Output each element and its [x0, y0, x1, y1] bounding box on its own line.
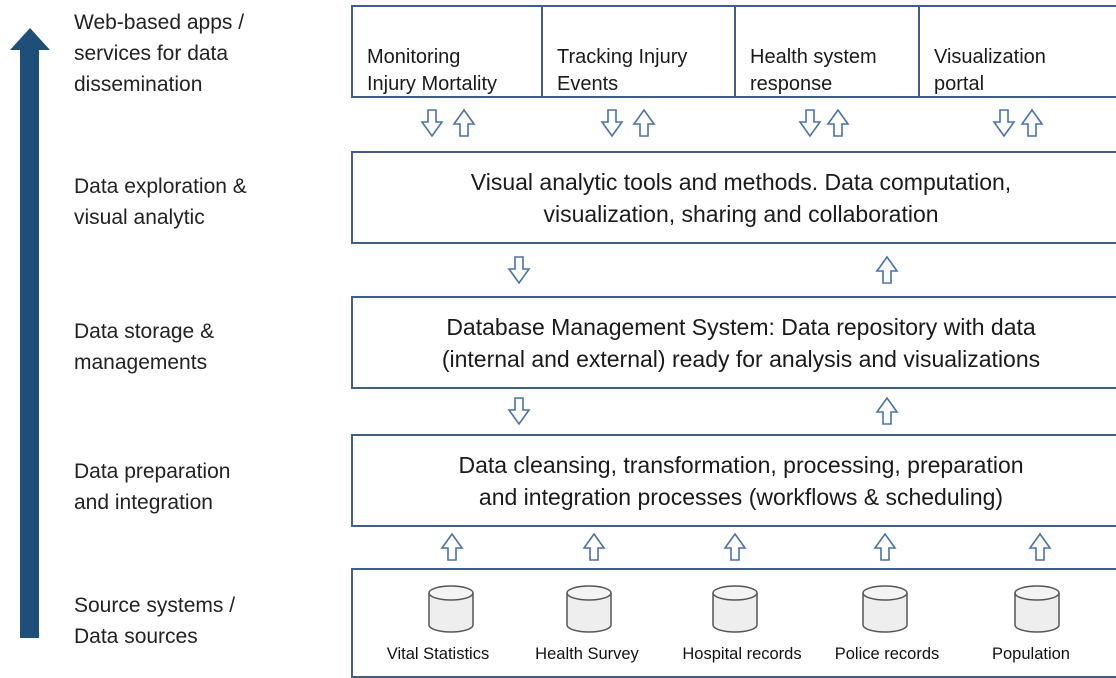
data-preparation-box: Data cleansing, transformation, processi… [351, 434, 1116, 527]
bidirectional-arrow-icon [420, 108, 476, 138]
data-preparation-text: Data cleansing, transformation, processi… [458, 451, 1024, 510]
app-box-monitoring-injury-mortality: Monitoring Injury Mortality [351, 5, 543, 98]
visual-analytics-text: Visual analytic tools and methods. Data … [470, 168, 1012, 227]
layer-label-web-apps: Web-based apps / services for data disse… [74, 11, 245, 96]
dbms-text: Database Management System: Data reposit… [441, 313, 1041, 372]
app-label: Tracking Injury Events [557, 46, 688, 95]
source-label-vital-statistics: Vital Statistics [386, 645, 490, 663]
bidirectional-arrow-icon [992, 108, 1044, 138]
database-icon [566, 585, 612, 633]
bidirectional-arrow-icon [600, 108, 656, 138]
database-icon [1014, 585, 1060, 633]
layer-label-data-preparation: Data preparation and integration [74, 460, 231, 514]
database-icon [862, 585, 908, 633]
up-arrow-icon [873, 532, 897, 561]
app-box-visualization-portal: Visualization portal [918, 5, 1116, 98]
down-arrow-icon [507, 397, 531, 426]
app-box-health-system-response: Health system response [734, 5, 920, 98]
app-box-tracking-injury-events: Tracking Injury Events [541, 5, 736, 98]
bidirectional-arrow-icon [798, 108, 850, 138]
up-arrow-icon [440, 532, 464, 561]
up-arrow-icon [582, 532, 606, 561]
up-arrow-icon [875, 396, 899, 425]
app-label: Health system response [750, 46, 877, 95]
layer-label-source-systems: Source systems / Data sources [74, 594, 236, 648]
up-arrow-icon [723, 532, 747, 561]
source-label-population: Population [992, 645, 1070, 663]
database-icon [712, 585, 758, 633]
up-arrow-icon [875, 255, 899, 284]
database-icon [428, 585, 474, 633]
layer-label-data-storage: Data storage & managements [74, 320, 215, 374]
up-arrow-icon [1028, 532, 1052, 561]
source-label-health-survey: Health Survey [535, 645, 639, 663]
visual-analytics-box: Visual analytic tools and methods. Data … [351, 151, 1116, 244]
app-label: Monitoring Injury Mortality [367, 46, 498, 95]
app-label: Visualization portal [934, 46, 1046, 95]
down-arrow-icon [507, 256, 531, 285]
layer-label-data-exploration: Data exploration & visual analytic [74, 175, 247, 229]
source-label-police-records: Police records [834, 645, 940, 663]
dbms-box: Database Management System: Data reposit… [351, 296, 1116, 389]
source-label-hospital-records: Hospital records [682, 645, 802, 663]
vertical-flow-arrow [10, 28, 50, 638]
